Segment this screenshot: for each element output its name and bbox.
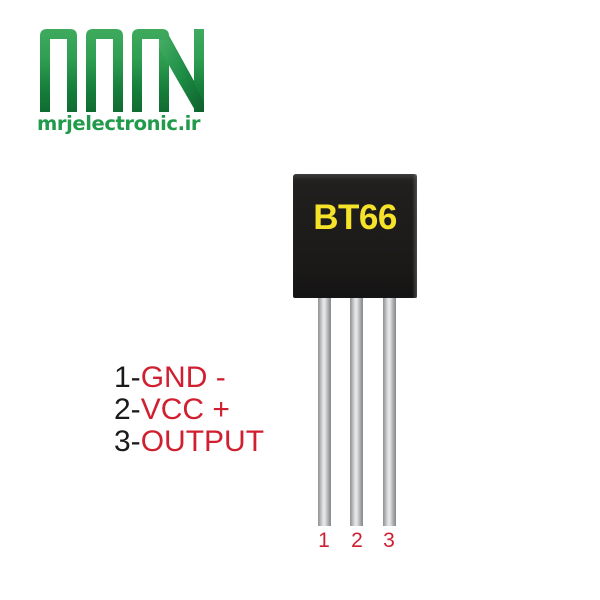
- pin-number-1: 1: [318, 529, 330, 552]
- transistor-body: BT66: [293, 174, 417, 298]
- pinout-label-2: VCC +: [140, 393, 230, 426]
- pin-number-2: 2: [351, 529, 363, 552]
- brand-logo: mrjelectronic.ir: [36, 26, 211, 141]
- brand-wordmark: mrjelectronic.ir: [37, 112, 201, 135]
- pinout-index-3: 3-: [114, 425, 141, 458]
- pinout-row-1: 1-GND -: [114, 362, 334, 394]
- transistor-lead-2: [350, 288, 363, 526]
- body-right-bevel: [412, 174, 417, 298]
- pinout-legend: 1-GND - 2-VCC + 3-OUTPUT: [114, 362, 334, 458]
- pinout-label-1: GND -: [140, 361, 226, 394]
- transistor-graphic: BT66 1 2 3: [290, 170, 422, 551]
- pin-number-3: 3: [383, 529, 395, 552]
- pinout-index-2: 2-: [114, 393, 141, 426]
- transistor-lead-1: [318, 288, 331, 526]
- pinout-row-2: 2-VCC +: [114, 394, 334, 426]
- body-top-bevel: [293, 174, 417, 180]
- mrj-zigzag-monogram-icon: [40, 29, 204, 112]
- part-number-label: BT66: [313, 198, 397, 237]
- transistor-lead-3: [383, 288, 396, 526]
- pinout-index-1: 1-: [114, 361, 141, 394]
- pinout-row-3: 3-OUTPUT: [114, 426, 334, 458]
- pinout-label-3: OUTPUT: [140, 425, 265, 458]
